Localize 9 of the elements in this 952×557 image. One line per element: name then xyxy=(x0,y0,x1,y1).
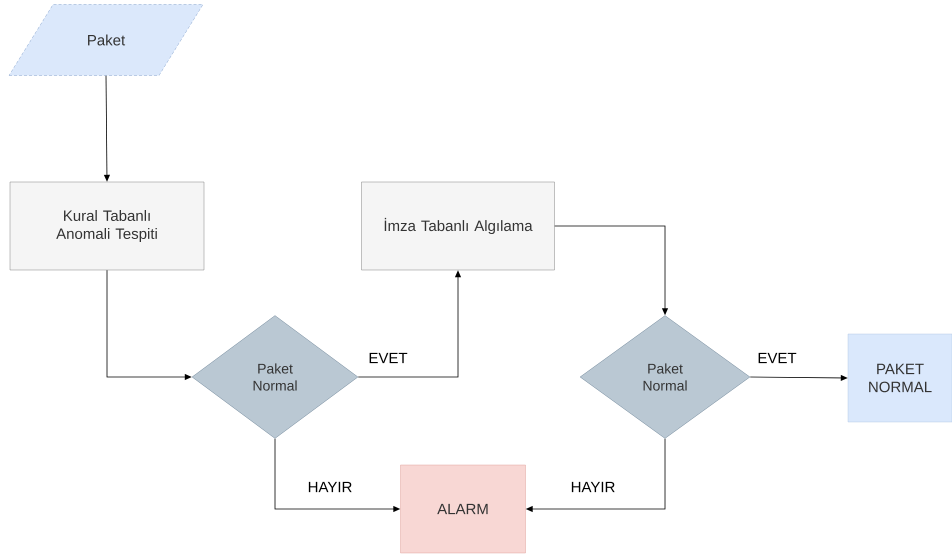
process-box: İmza Tabanlı Algılama xyxy=(361,182,555,270)
process-box: PAKET NORMAL xyxy=(848,334,952,422)
input-parallelogram: Paket xyxy=(8,4,204,76)
edge-label: HAYIR xyxy=(570,480,616,494)
edge-label: EVET xyxy=(756,352,798,364)
process-box: Kural Tabanlı Anomali Tespiti xyxy=(10,182,204,270)
edge-label: EVET xyxy=(367,352,409,364)
edge-label: HAYIR xyxy=(306,480,354,494)
process-box: ALARM xyxy=(400,464,526,554)
